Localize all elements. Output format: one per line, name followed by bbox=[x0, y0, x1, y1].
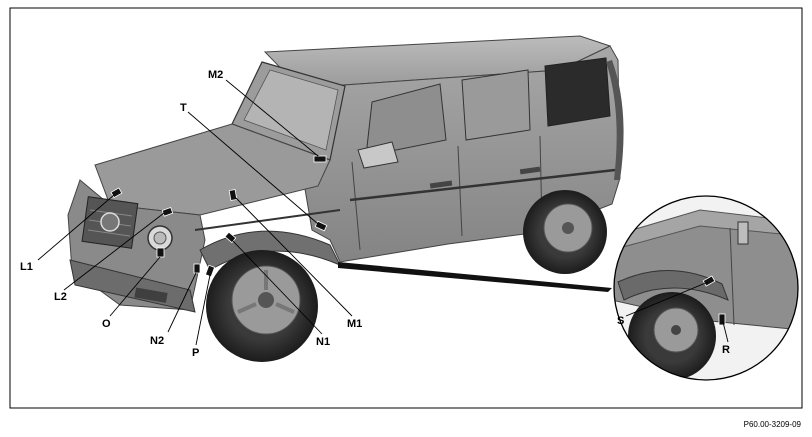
label-M2: M2 bbox=[208, 69, 223, 81]
spare-wheel bbox=[606, 60, 624, 180]
label-N1: N1 bbox=[316, 336, 330, 348]
zoom-circle-outline bbox=[613, 195, 799, 381]
mark-O bbox=[156, 247, 165, 258]
callout-labels: M2 T L1 L2 O N2 P N1 M1 S R bbox=[20, 69, 730, 359]
label-L1: L1 bbox=[20, 261, 33, 273]
star-emblem bbox=[100, 212, 120, 232]
rear-quarter-window bbox=[544, 57, 611, 127]
mark-R bbox=[718, 313, 726, 326]
mark-M1 bbox=[228, 189, 238, 201]
mark-N2 bbox=[193, 263, 201, 274]
label-T: T bbox=[180, 102, 187, 114]
diagram-frame bbox=[9, 7, 803, 409]
side-mirror bbox=[357, 141, 399, 169]
vehicle-illustration bbox=[67, 35, 624, 362]
mark-N1 bbox=[224, 231, 237, 244]
rear-door-window bbox=[461, 69, 531, 141]
windshield-inner bbox=[243, 69, 339, 151]
label-M1: M1 bbox=[347, 318, 362, 330]
label-L2: L2 bbox=[54, 291, 67, 303]
leader-lines bbox=[37, 79, 353, 346]
side-trim bbox=[349, 168, 616, 202]
label-S: S bbox=[617, 315, 624, 327]
label-O: O bbox=[102, 318, 111, 330]
reference-code: P60.00-3209-09 bbox=[744, 420, 802, 429]
label-N2: N2 bbox=[150, 335, 164, 347]
label-R: R bbox=[722, 344, 730, 356]
label-P: P bbox=[192, 347, 199, 359]
mark-P bbox=[204, 264, 216, 278]
mark-M2 bbox=[313, 155, 327, 163]
zoom-inset bbox=[613, 195, 799, 381]
front-door-window bbox=[365, 83, 447, 157]
zoom-connector bbox=[338, 262, 612, 292]
